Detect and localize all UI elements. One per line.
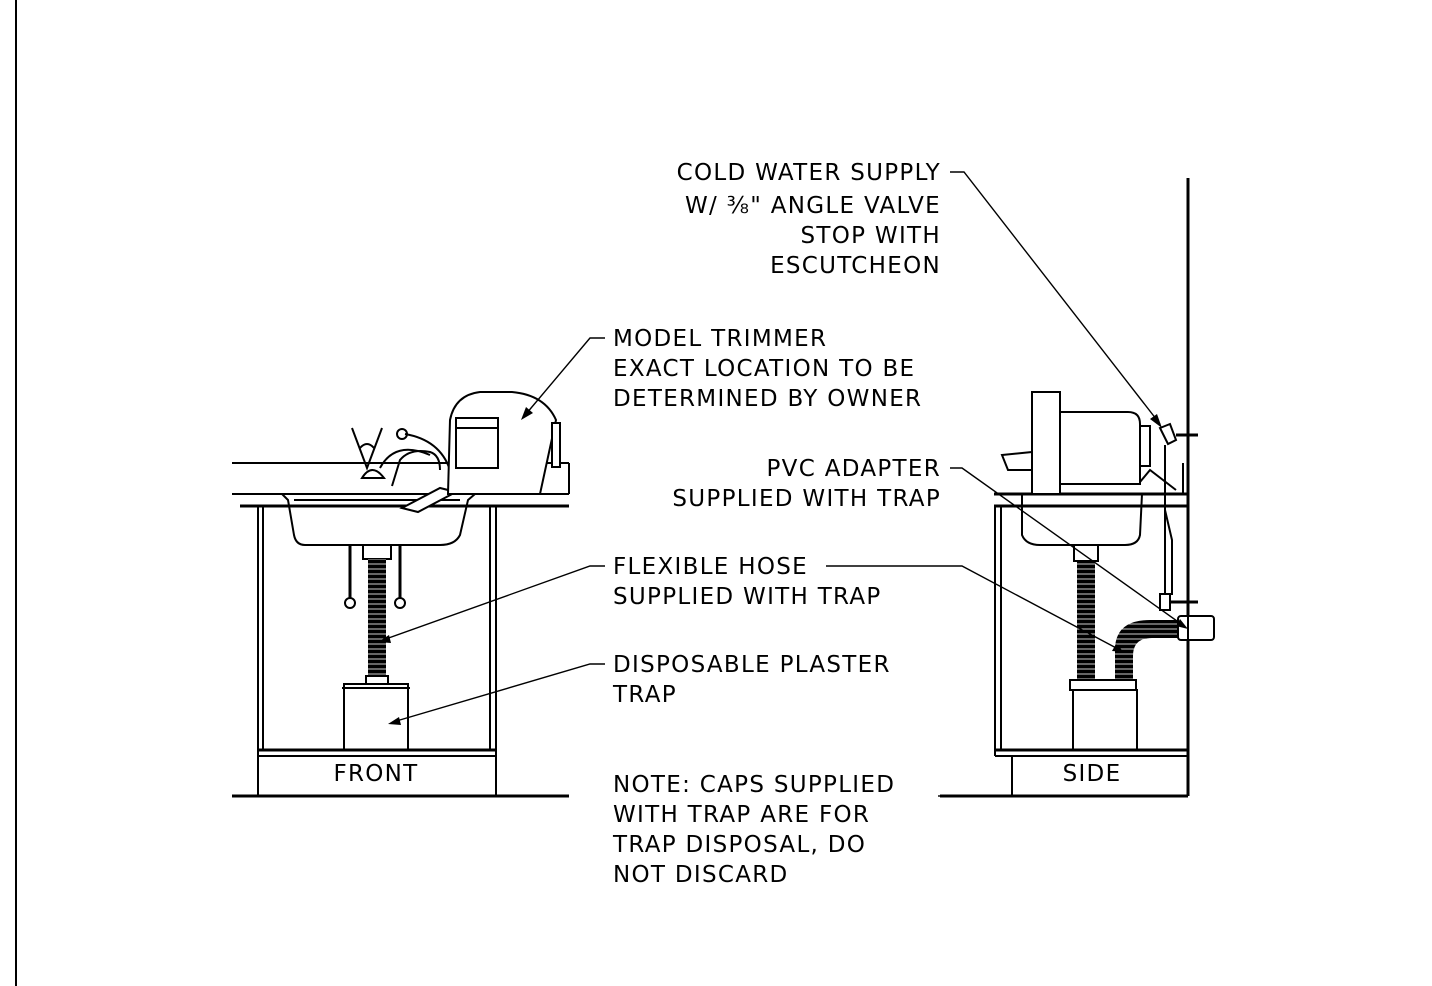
pvc-adapter-label-line1: PVC ADAPTER <box>767 456 941 482</box>
trap-label-line1: DISPOSABLE PLASTER <box>613 652 891 678</box>
cold-water-label-line2: W/ ⅜" ANGLE VALVE <box>685 193 941 219</box>
cold-water-label-line3: STOP WITH <box>800 223 941 249</box>
side-view-label: SIDE <box>1063 761 1122 787</box>
leader-lines <box>378 171 1188 797</box>
note-line2: WITH TRAP ARE FOR <box>613 802 870 828</box>
trimmer-label-line3: DETERMINED BY OWNER <box>613 386 922 412</box>
note-line3: TRAP DISPOSAL, DO <box>612 832 866 858</box>
note-line1: NOTE: CAPS SUPPLIED <box>613 772 895 798</box>
trimmer-label-line2: EXACT LOCATION TO BE <box>613 356 915 382</box>
hose-label-line2: SUPPLIED WITH TRAP <box>613 584 882 610</box>
side-view: SIDE <box>940 178 1215 798</box>
front-view-label: FRONT <box>333 761 418 787</box>
callout-labels: COLD WATER SUPPLY W/ ⅜" ANGLE VALVE STOP… <box>612 160 941 888</box>
front-view: FRONT <box>232 391 570 798</box>
trap-label-line2: TRAP <box>612 682 677 708</box>
note-line4: NOT DISCARD <box>613 862 789 888</box>
hose-label-line1: FLEXIBLE HOSE <box>613 554 808 580</box>
cold-water-label-line1: COLD WATER SUPPLY <box>677 160 941 186</box>
trimmer-label-line1: MODEL TRIMMER <box>613 326 827 352</box>
cold-water-label-line4: ESCUTCHEON <box>770 253 941 279</box>
pvc-adapter-label-line2: SUPPLIED WITH TRAP <box>672 486 941 512</box>
